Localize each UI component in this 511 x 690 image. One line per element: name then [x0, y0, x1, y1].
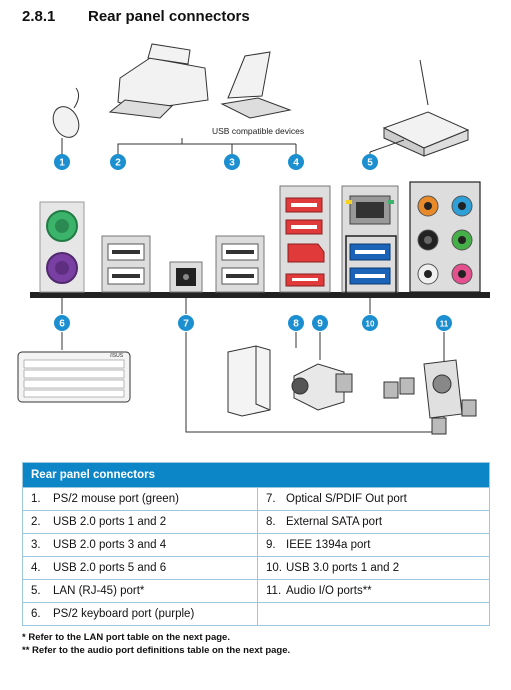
audio-io-ports — [409, 181, 481, 293]
left-label: USB 2.0 ports 1 and 2 — [53, 516, 167, 528]
right-label: External SATA port — [286, 516, 383, 528]
table-row: 1. PS/2 mouse port (green) 7. Optical S/PDI… — [22, 487, 490, 511]
callout-circle — [178, 315, 194, 331]
table-title: Rear panel connectors — [22, 462, 490, 488]
lan-usb3-stack — [341, 185, 399, 295]
footnote-lan: * Refer to the LAN port table on the nex… — [22, 632, 230, 643]
callout-circle — [436, 315, 452, 331]
callout-circle — [288, 315, 304, 331]
callout-number: 9 — [317, 319, 323, 330]
usb-devices-label: USB compatible devices — [212, 126, 304, 136]
section-title: Rear panel connectors — [88, 8, 250, 25]
right-number: 11. — [266, 585, 282, 597]
optical-spdif-port — [169, 261, 203, 293]
left-cell: 5. LAN (RJ-45) port* — [22, 579, 258, 603]
keyboard-brand-mark: /ISUS — [110, 353, 124, 359]
left-number: 6. — [31, 608, 41, 620]
right-label: Audio I/O ports** — [286, 585, 372, 597]
left-label: USB 2.0 ports 5 and 6 — [53, 562, 167, 574]
table-row: 4. USB 2.0 ports 5 and 6 10. USB 3.0 ports … — [22, 556, 490, 580]
left-number: 3. — [31, 539, 41, 551]
callout-circle — [288, 154, 304, 170]
callout-circle — [312, 315, 328, 331]
callout-number: 10 — [366, 320, 375, 329]
right-cell: 9. IEEE 1394a port — [257, 533, 490, 557]
right-number: 8. — [266, 516, 276, 528]
left-cell: 1. PS/2 mouse port (green) — [22, 487, 258, 511]
callout-circle — [362, 315, 378, 331]
right-cell: 10. USB 3.0 ports 1 and 2 — [257, 556, 490, 580]
callout-number: 4 — [293, 158, 299, 169]
printer-icon — [108, 43, 209, 119]
callout-number: 5 — [367, 158, 373, 169]
left-number: 4. — [31, 562, 41, 574]
right-cell: 7. Optical S/PDIF Out port — [257, 487, 490, 511]
callout-number: 6 — [59, 319, 65, 330]
callout-number: 7 — [183, 319, 189, 330]
right-label: USB 3.0 ports 1 and 2 — [286, 562, 400, 574]
table-header: Rear panel connectors — [22, 462, 490, 488]
camcorder-icon — [291, 363, 353, 411]
left-cell: 6. PS/2 keyboard port (purple) — [22, 602, 258, 626]
left-cell: 4. USB 2.0 ports 5 and 6 — [22, 556, 258, 580]
left-label: PS/2 keyboard port (purple) — [53, 608, 195, 620]
usb-2-ports-3-4 — [215, 235, 265, 293]
table-row: 5. LAN (RJ-45) port* 11. Audio I/O ports** — [22, 579, 490, 603]
mouse-icon — [52, 87, 80, 138]
callout-circle — [110, 154, 126, 170]
right-cell — [257, 602, 490, 626]
external-sata-drive-icon — [227, 345, 271, 417]
callout-circle — [54, 315, 70, 331]
callout-circle — [54, 154, 70, 170]
right-cell: 11. Audio I/O ports** — [257, 579, 490, 603]
scanner-icon — [220, 51, 292, 119]
table-row: 6. PS/2 keyboard port (purple) — [22, 602, 490, 626]
right-number: 9. — [266, 539, 276, 551]
left-number: 1. — [31, 493, 41, 505]
callout-circle — [224, 154, 240, 170]
callout-number: 11 — [440, 320, 449, 329]
left-cell: 2. USB 2.0 ports 1 and 2 — [22, 510, 258, 534]
section-heading: 2.8.1 Rear panel connectors — [22, 8, 250, 25]
right-label: IEEE 1394a port — [286, 539, 371, 551]
table-row: 3. USB 2.0 ports 3 and 4 9. IEEE 1394a port — [22, 533, 490, 557]
callout-number: 1 — [59, 158, 65, 169]
left-number: 2. — [31, 516, 41, 528]
rear-panel-diagram: USB compatible devices — [17, 43, 490, 435]
section-number: 2.8.1 — [22, 8, 56, 25]
callout-number: 2 — [115, 158, 121, 169]
left-number: 5. — [31, 585, 41, 597]
callout-number: 8 — [293, 319, 299, 330]
callout-number: 3 — [229, 158, 235, 169]
router-icon — [382, 59, 470, 157]
left-label: LAN (RJ-45) port* — [53, 585, 145, 597]
footnotes: * Refer to the LAN port table on the nex… — [22, 631, 290, 657]
usb-2-ports-1-2 — [101, 235, 151, 293]
right-label: Optical S/PDIF Out port — [286, 493, 407, 505]
footnote-audio: ** Refer to the audio port definitions t… — [22, 645, 291, 656]
speakers-icon — [383, 359, 477, 435]
right-number: 7. — [266, 493, 276, 505]
callout-circle — [362, 154, 378, 170]
left-cell: 3. USB 2.0 ports 3 and 4 — [22, 533, 258, 557]
usb-esata-1394-stack — [279, 185, 331, 293]
left-label: USB 2.0 ports 3 and 4 — [53, 539, 167, 551]
rear-panel-table: Rear panel connectors 1. PS/2 mouse port … — [22, 462, 490, 626]
table-row: 2. USB 2.0 ports 1 and 2 8. External SATA p… — [22, 510, 490, 534]
left-label: PS/2 mouse port (green) — [53, 493, 179, 505]
right-number: 10. — [266, 562, 282, 574]
keyboard-icon — [17, 351, 131, 403]
right-cell: 8. External SATA port — [257, 510, 490, 534]
